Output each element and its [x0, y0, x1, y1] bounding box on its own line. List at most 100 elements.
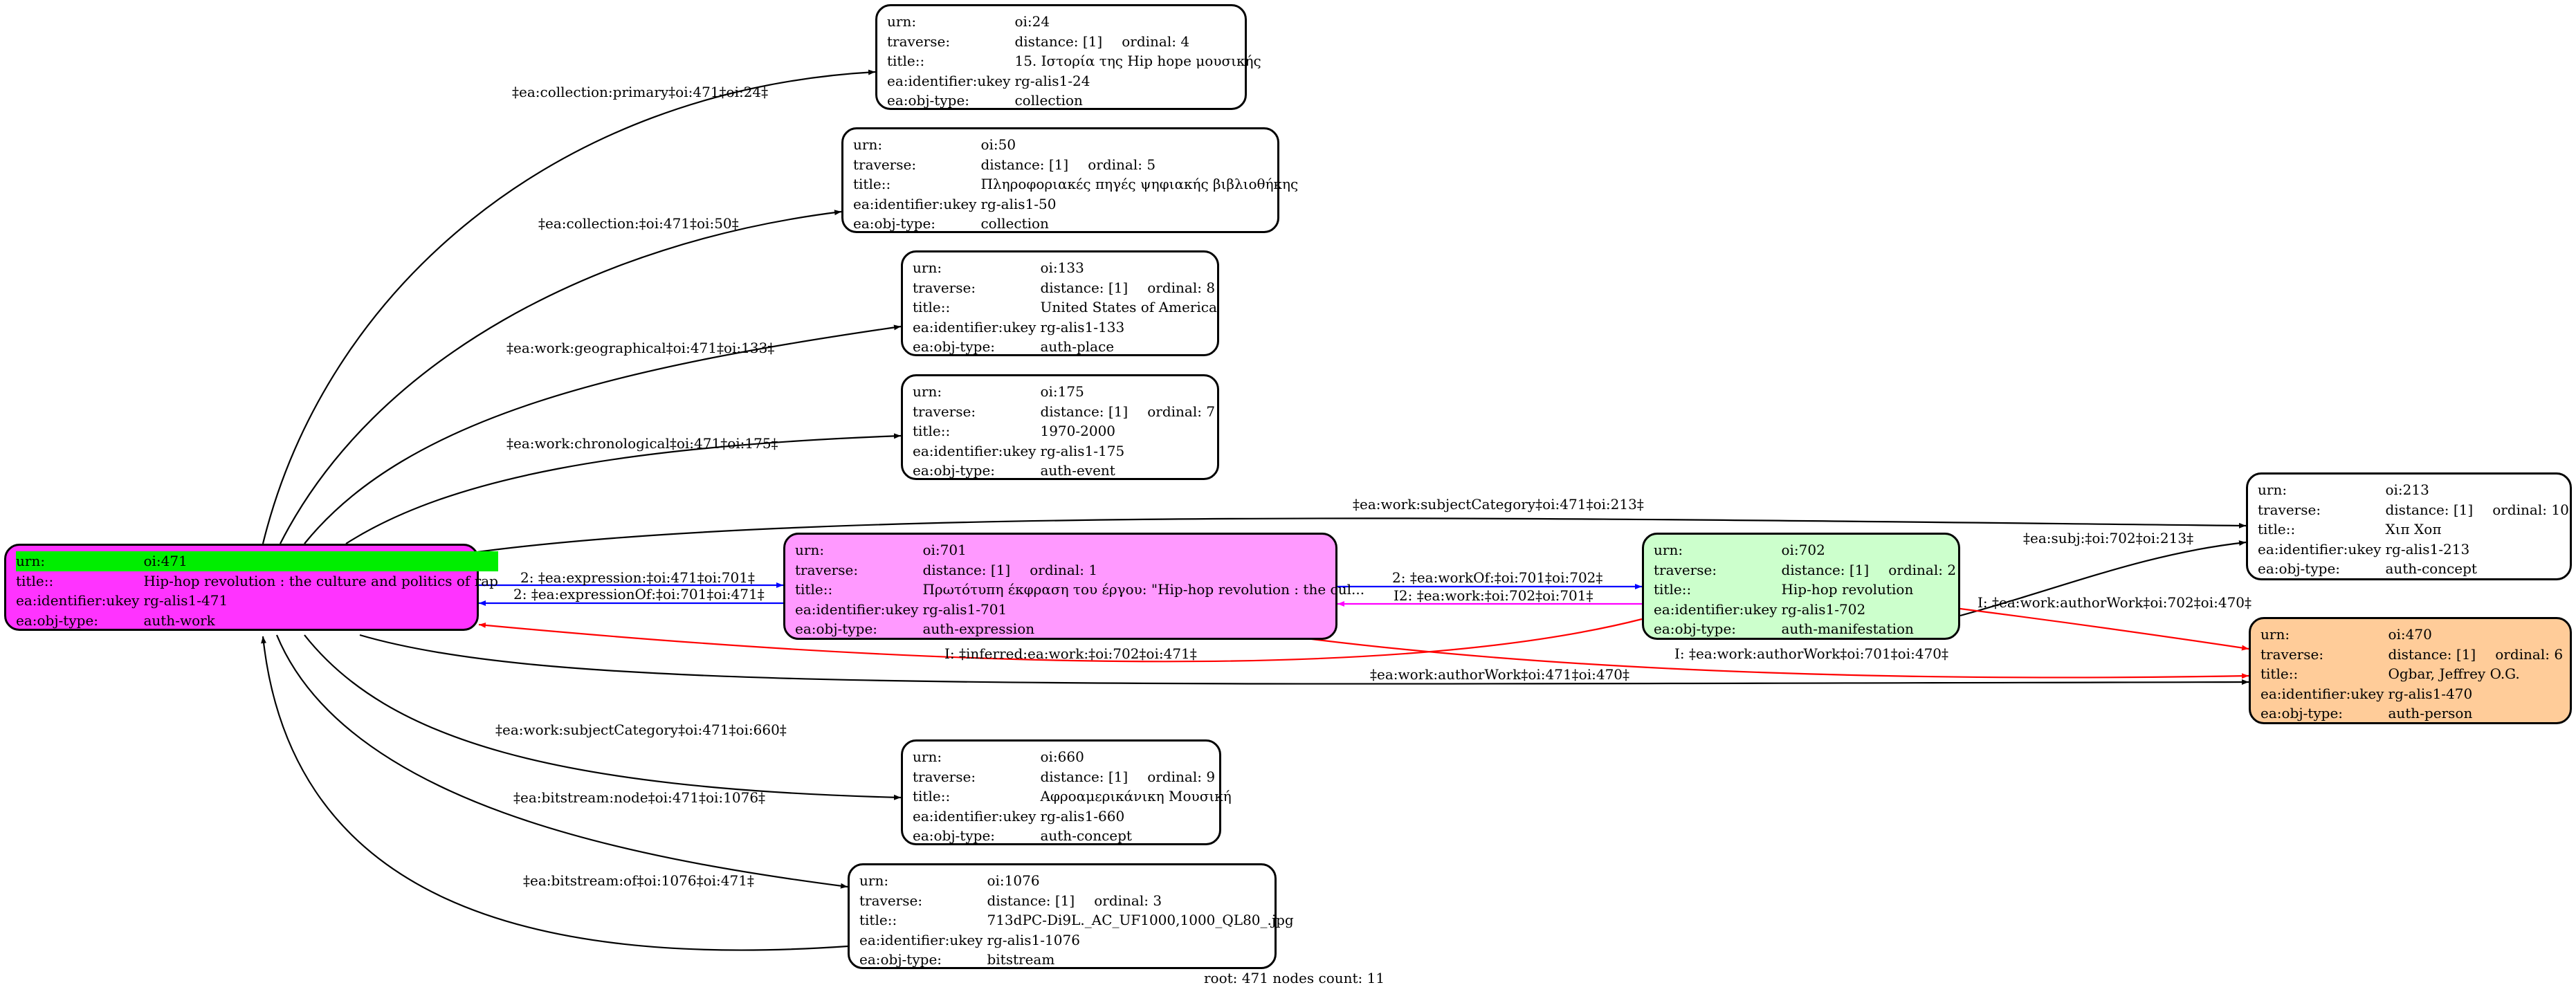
edge-collection-primary	[262, 69, 876, 544]
node-ukey: rg-alis1-471	[143, 592, 228, 609]
node-title: Πληροφοριακές πηγές ψηφιακής βιβλιοθήκης	[980, 176, 1299, 192]
node-ukey: rg-alis1-24	[1014, 72, 1090, 89]
edge-subject-category-660	[304, 634, 902, 800]
node-objtype: auth-manifestation	[1781, 620, 1914, 637]
node-objtype: bitstream	[987, 951, 1055, 968]
field-label: ea:obj-type:	[795, 620, 878, 637]
node-title: Πρωτότυπη έκφραση του έργου: "Hip-hop re…	[922, 581, 1365, 598]
field-label: traverse:	[2258, 501, 2321, 518]
field-label: ea:obj-type:	[2260, 705, 2344, 721]
node-title: Αφροαμερικάνικη Μουσική	[1040, 788, 1232, 804]
field-label: urn:	[2258, 481, 2287, 498]
node-urn: oi:660	[1040, 748, 1084, 765]
edge-chronological	[345, 433, 902, 544]
node-oi-50[interactable]: urn:oi:50 traverse:distance: [1]ordinal:…	[841, 127, 1298, 233]
node-title: 1970-2000	[1040, 423, 1116, 439]
field-label: traverse:	[913, 279, 976, 296]
field-label: urn:	[859, 872, 889, 889]
field-label: ea:identifier:ukey	[2258, 540, 2382, 558]
field-label: ea:identifier:ukey	[859, 931, 983, 948]
field-label: ea:obj-type:	[887, 92, 970, 109]
edge-author-work-702	[1960, 607, 2249, 651]
edge-author-work-471	[359, 634, 2249, 685]
node-oi-213[interactable]: urn:oi:213 traverse:distance: [1]ordinal…	[2246, 472, 2572, 580]
edge-subj-213	[1960, 540, 2247, 617]
field-label: title::	[913, 299, 951, 315]
node-ordinal: ordinal: 5	[1088, 156, 1156, 173]
field-label: traverse:	[1654, 561, 1717, 578]
field-label: traverse:	[913, 768, 976, 785]
node-ordinal: ordinal: 9	[1147, 768, 1216, 785]
node-ukey: rg-alis1-1076	[987, 931, 1080, 948]
node-distance: distance: [1]	[980, 156, 1069, 173]
node-ordinal: ordinal: 1	[1030, 561, 1098, 578]
node-oi-660[interactable]: urn:oi:660 traverse:distance: [1]ordinal…	[901, 739, 1232, 845]
edge-collection	[280, 210, 842, 544]
node-objtype: auth-person	[2388, 705, 2473, 721]
node-ordinal: ordinal: 4	[1122, 33, 1190, 50]
edge-label: ‡ea:work:subjectCategory‡oi:471‡oi:213‡	[1353, 496, 1644, 513]
field-label: urn:	[913, 259, 942, 276]
node-urn: oi:471	[143, 551, 498, 571]
edge-label: ‡ea:bitstream:of‡oi:1076‡oi:471‡	[523, 872, 754, 889]
node-urn: oi:175	[1040, 383, 1084, 400]
node-oi-24[interactable]: urn:oi:24 traverse:distance: [1]ordinal:…	[875, 4, 1261, 110]
node-oi-1076[interactable]: urn:oi:1076 traverse:distance: [1]ordina…	[848, 863, 1294, 969]
node-title: Χιπ Χοπ	[2385, 521, 2442, 537]
node-distance: distance: [1]	[922, 561, 1011, 578]
node-title: Hip-hop revolution	[1781, 581, 1914, 598]
field-label: ea:obj-type:	[913, 338, 996, 355]
edge-subject-category-213	[477, 517, 2247, 553]
field-label: traverse:	[853, 156, 917, 173]
field-label: ea:identifier:ukey	[913, 807, 1036, 825]
field-label: title::	[853, 176, 891, 192]
field-label: ea:obj-type:	[1654, 620, 1737, 637]
field-label: title::	[913, 788, 951, 804]
node-objtype: auth-event	[1040, 462, 1115, 479]
field-label: ea:obj-type:	[853, 215, 936, 232]
edge-label: I: ‡inferred:ea:work:‡oi:702‡oi:471‡	[944, 645, 1197, 662]
node-distance: distance: [1]	[2385, 501, 2474, 518]
node-urn: oi:213	[2385, 481, 2429, 498]
field-label: ea:obj-type:	[913, 462, 996, 479]
graph-footer: root: 471 nodes count: 11	[1204, 970, 1385, 986]
node-ordinal: ordinal: 6	[2495, 645, 2564, 663]
node-oi-133[interactable]: urn:oi:133 traverse:distance: [1]ordinal…	[901, 250, 1219, 356]
field-label: ea:identifier:ukey	[1654, 600, 1778, 618]
field-label: title::	[795, 581, 833, 598]
node-distance: distance: [1]	[1040, 768, 1129, 785]
node-oi-175[interactable]: urn:oi:175 traverse:distance: [1]ordinal…	[901, 374, 1219, 480]
field-label: ea:identifier:ukey	[853, 195, 977, 212]
node-ukey: rg-alis1-470	[2388, 685, 2473, 702]
field-label: title::	[913, 423, 951, 439]
node-distance: distance: [1]	[987, 892, 1075, 909]
node-ukey: rg-alis1-50	[980, 195, 1057, 212]
node-distance: distance: [1]	[1781, 561, 1870, 578]
edge-label: 2: ‡ea:expression:‡oi:471‡oi:701‡	[520, 569, 755, 586]
node-oi-470[interactable]: urn:oi:470 traverse:distance: [1]ordinal…	[2249, 617, 2572, 724]
node-distance: distance: [1]	[1040, 279, 1129, 296]
node-oi-702[interactable]: urn:oi:702 traverse:distance: [1]ordinal…	[1642, 533, 1960, 640]
node-objtype: auth-concept	[1040, 827, 1132, 844]
edge-label: I: ‡ea:work:authorWork‡oi:702‡oi:470‡	[1977, 594, 2251, 611]
node-objtype: auth-concept	[2385, 560, 2477, 577]
node-objtype: collection	[980, 215, 1049, 232]
node-urn: oi:1076	[987, 872, 1040, 889]
field-label: title::	[16, 572, 54, 589]
edge-label: ‡ea:work:subjectCategory‡oi:471‡oi:660‡	[495, 721, 787, 738]
node-objtype: collection	[1014, 92, 1083, 109]
node-title: United States of America	[1040, 299, 1217, 315]
node-distance: distance: [1]	[2388, 645, 2476, 663]
field-label: traverse:	[859, 892, 923, 909]
node-oi-701[interactable]: urn:oi:701 traverse:distance: [1]ordinal…	[783, 533, 1364, 640]
field-label: traverse:	[795, 561, 859, 578]
node-urn: oi:133	[1040, 259, 1084, 276]
node-ukey: rg-alis1-133	[1040, 318, 1125, 335]
node-ukey: rg-alis1-175	[1040, 442, 1125, 459]
field-label: ea:identifier:ukey	[913, 318, 1036, 335]
edge-bitstream-node	[275, 634, 848, 889]
edge-author-work-701	[1300, 636, 2249, 679]
node-oi-471-root[interactable]: urn:oi:471 title::Hip-hop revolution : t…	[4, 544, 498, 631]
field-label: traverse:	[2260, 645, 2324, 663]
